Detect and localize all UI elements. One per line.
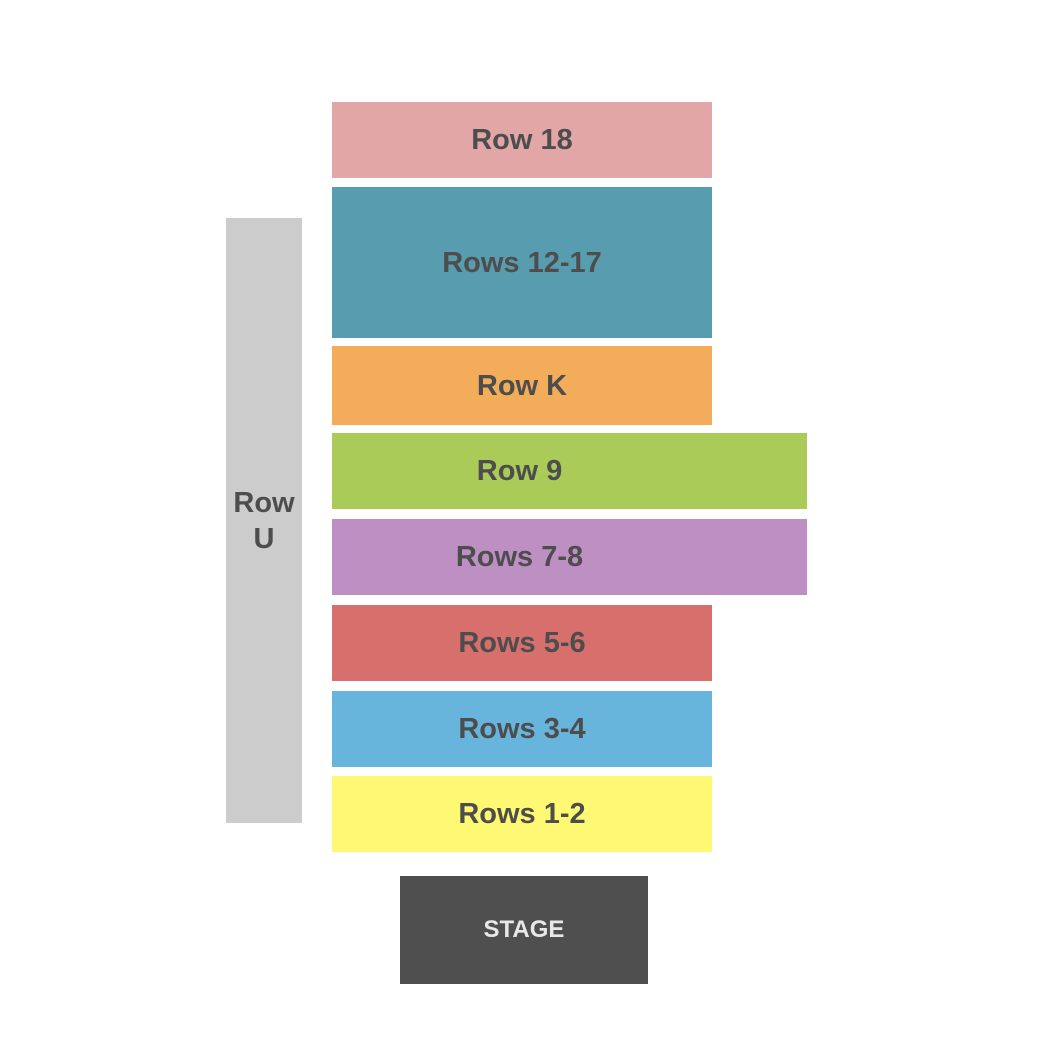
section-row-u[interactable]: Row U: [226, 218, 302, 823]
stage: STAGE: [400, 876, 648, 984]
section-label: Rows 7-8: [455, 541, 584, 573]
section-rows-7-8[interactable]: Rows 7-8: [332, 519, 807, 595]
section-label: Row 18: [471, 124, 573, 156]
section-label: Row 9: [476, 455, 563, 487]
section-rows-12-17[interactable]: Rows 12-17: [332, 187, 712, 338]
section-row-k[interactable]: Row K: [332, 346, 712, 425]
section-label: Rows 1-2: [458, 798, 586, 830]
section-label: Rows 5-6: [458, 627, 586, 659]
section-rows-5-6[interactable]: Rows 5-6: [332, 605, 712, 681]
section-rows-3-4[interactable]: Rows 3-4: [332, 691, 712, 767]
section-rows-1-2[interactable]: Rows 1-2: [332, 776, 712, 852]
section-label: Rows 3-4: [458, 713, 586, 745]
section-row-9[interactable]: Row 9: [332, 433, 807, 509]
section-label: Rows 12-17: [442, 246, 602, 279]
section-row-18[interactable]: Row 18: [332, 102, 712, 178]
section-label: Row U: [233, 486, 295, 555]
stage-label: STAGE: [483, 916, 565, 943]
section-label: Row K: [476, 369, 568, 402]
